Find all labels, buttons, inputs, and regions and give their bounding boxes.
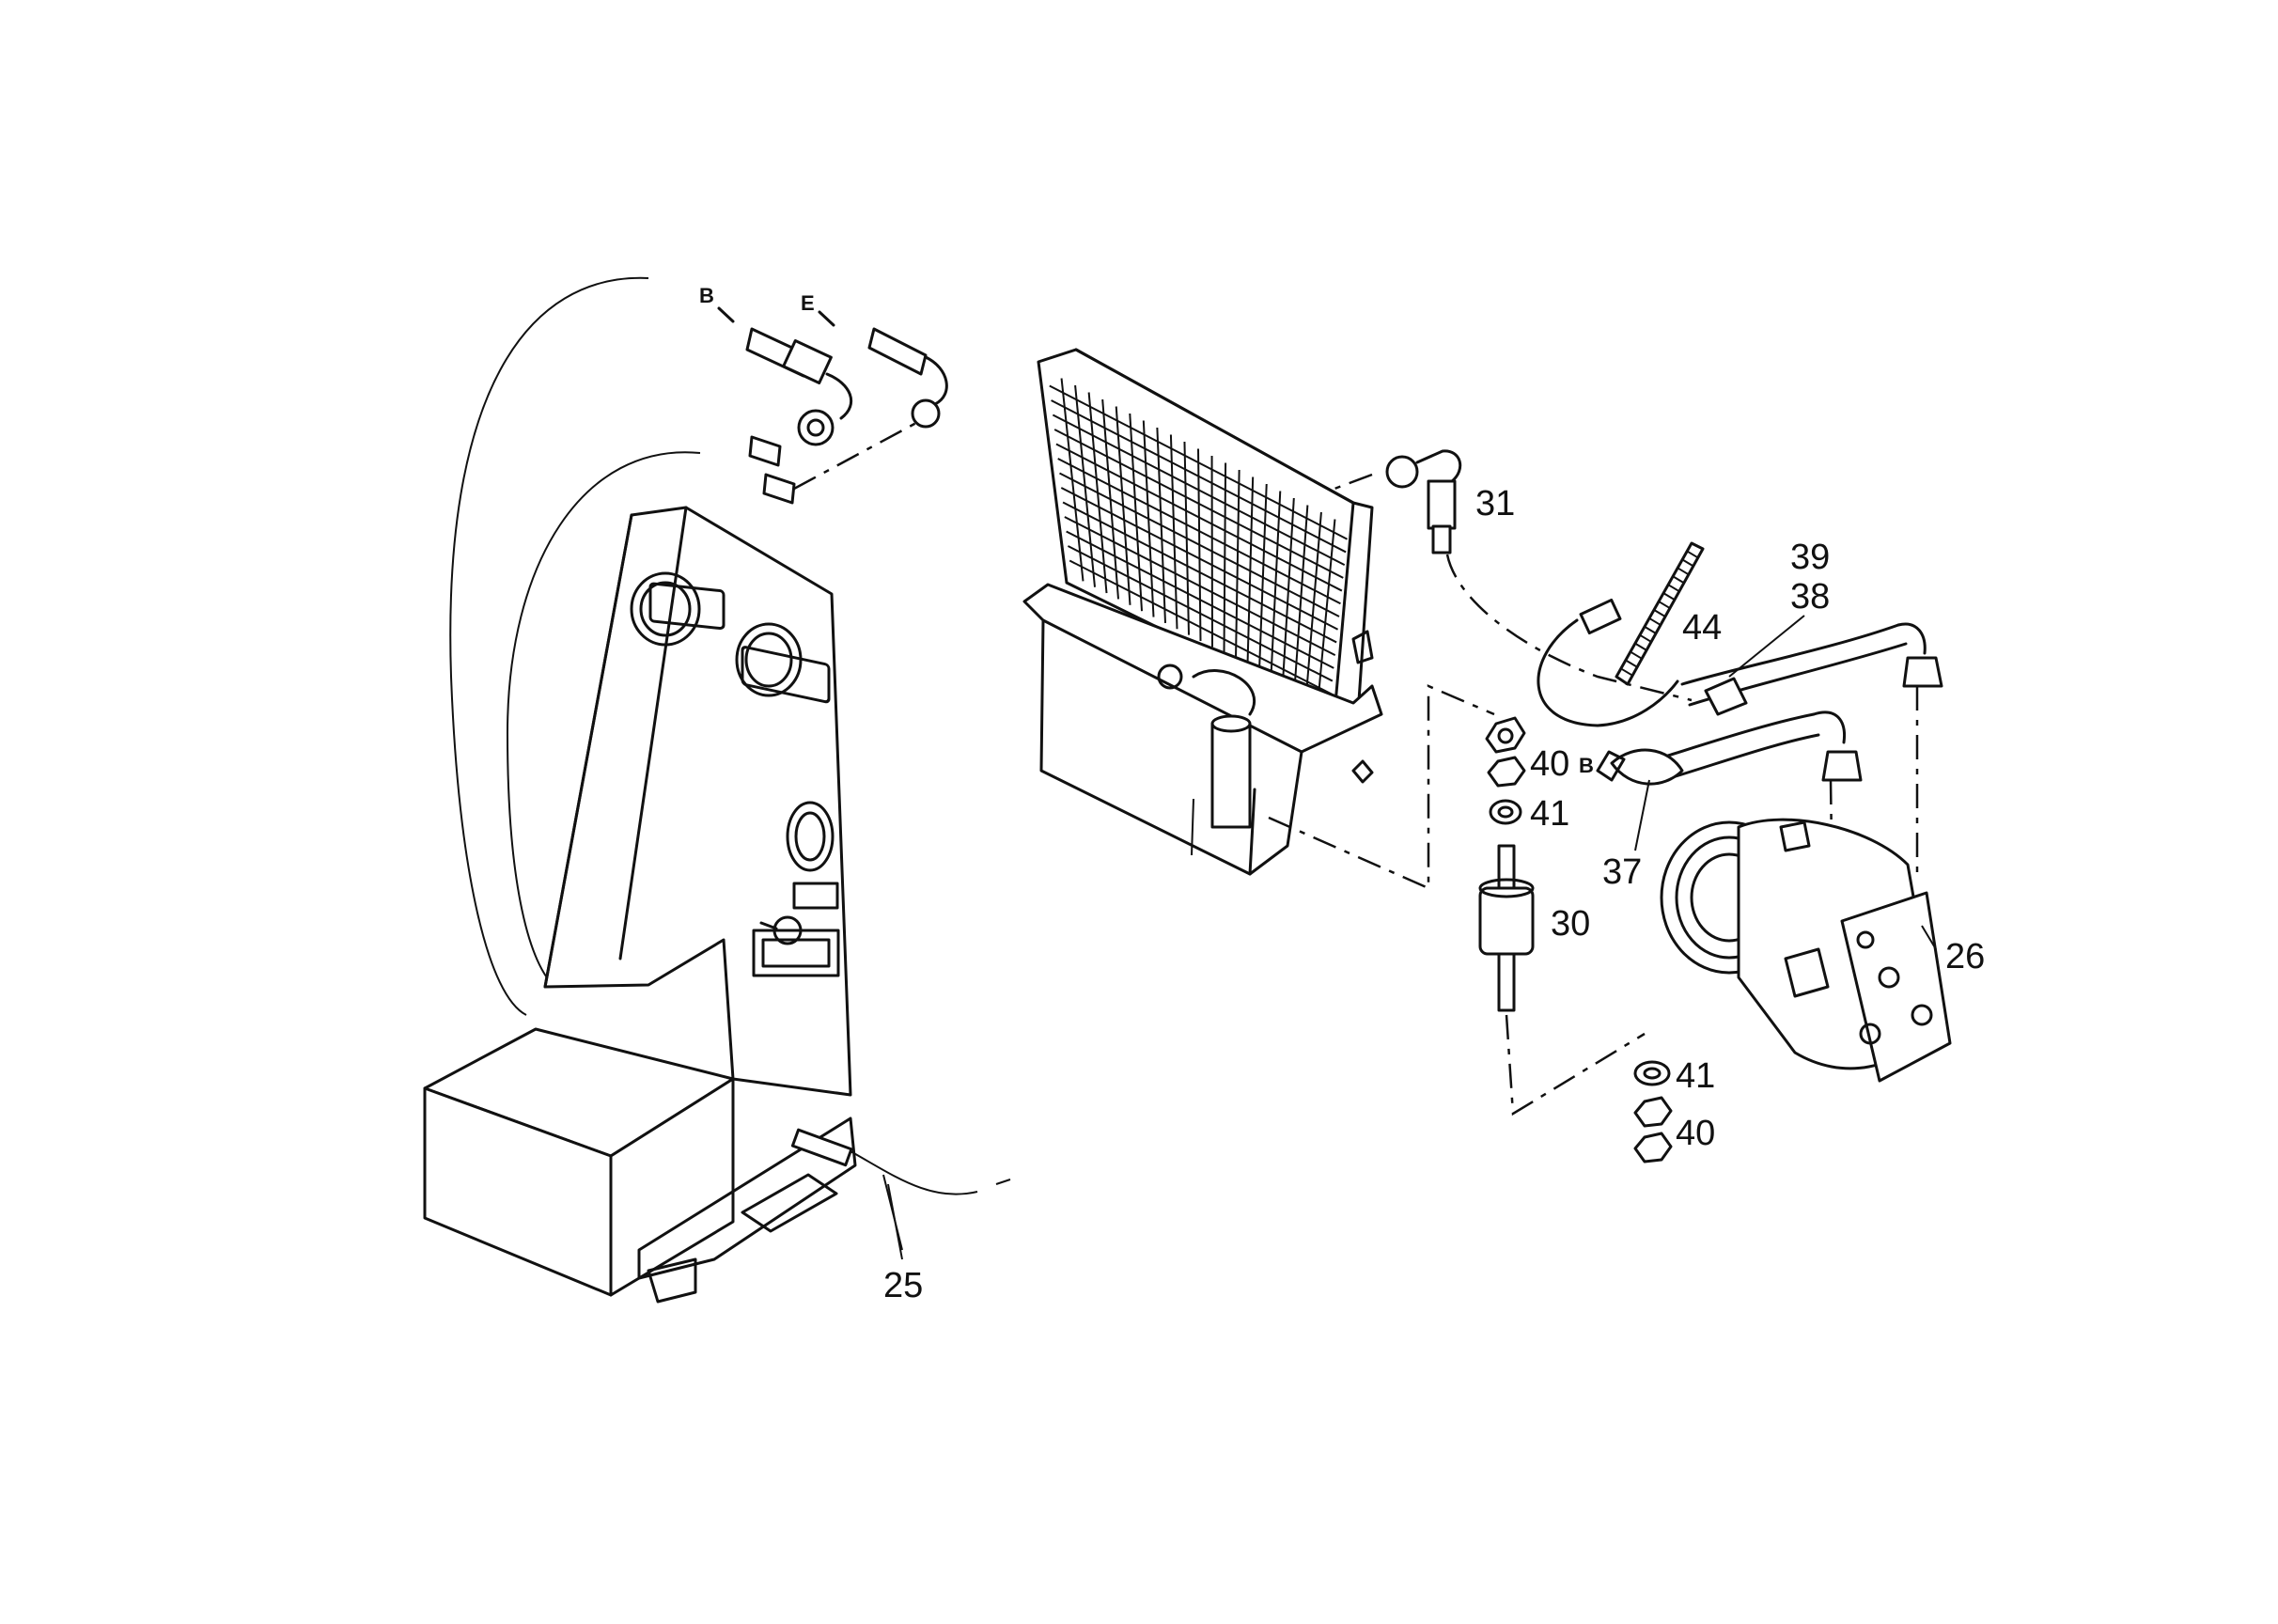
condenser-unit (1022, 348, 1383, 876)
clamp-tooth (1649, 617, 1661, 626)
seat-console-assembly (423, 276, 1011, 1304)
clamp-44 (1537, 541, 1705, 727)
clamp-tooth (1687, 551, 1698, 558)
connection-marker-b-left: B (699, 284, 714, 307)
grille-line (1069, 559, 1332, 695)
callout-30: 30 (1551, 904, 1590, 944)
callout-44: 44 (1682, 608, 1722, 648)
grille-line (1060, 487, 1339, 631)
grille-line (1062, 501, 1337, 644)
grille-line (1049, 384, 1349, 540)
grille-line (1051, 399, 1347, 554)
clamp-tooth (1668, 584, 1679, 592)
callout-40-upper: 40 (1530, 744, 1569, 784)
clamp-tooth (1630, 651, 1642, 660)
grille-line (1066, 530, 1334, 669)
callout-26: 26 (1945, 937, 1985, 976)
clamp-tooth (1626, 660, 1637, 667)
refrigerant-fittings-left: B E (699, 284, 948, 505)
callout-38: 38 (1790, 577, 1830, 617)
clamp-tooth (1654, 609, 1665, 617)
callout-37: 37 (1602, 852, 1642, 892)
grille-line (1057, 458, 1341, 605)
connection-marker-e-left: E (801, 291, 815, 315)
grille-line (1059, 472, 1340, 617)
clamp-tooth (1673, 575, 1684, 584)
leader-bracket-to-stud (1268, 684, 1495, 890)
clamp-tooth (1640, 634, 1651, 643)
hose-31 (1334, 449, 1693, 702)
anti-vibration-stud-30 (1478, 716, 1673, 1163)
callout-41-lower: 41 (1676, 1056, 1715, 1096)
clamp-tooth (1645, 626, 1656, 634)
grille-line (1053, 429, 1344, 579)
ac-compressor-26 (1660, 818, 1952, 1083)
callout-31: 31 (1475, 484, 1515, 523)
grille-line (1067, 545, 1334, 682)
clamp-tooth (1677, 567, 1689, 575)
clamp-tooth (1659, 601, 1670, 609)
condenser-grille (1049, 378, 1349, 701)
callout-40-lower: 40 (1676, 1114, 1715, 1153)
compressor-hoses: B (1579, 622, 1943, 913)
callout-41-upper: 41 (1530, 794, 1569, 834)
grille-line (1052, 414, 1346, 567)
clamp-tooth (1635, 643, 1646, 651)
clamp-tooth (1682, 559, 1693, 567)
grille-line (1064, 516, 1336, 657)
callout-25: 25 (883, 1266, 923, 1305)
callout-leaders (887, 615, 1937, 1260)
callout-labels: 25 26 30 31 37 38 39 40 41 41 40 44 (883, 484, 1985, 1305)
connection-marker-b-right: B (1579, 754, 1594, 777)
clamp-tooth (1663, 592, 1675, 601)
clamp-tooth (1616, 677, 1628, 684)
grille-line (1055, 443, 1343, 592)
callout-39: 39 (1790, 538, 1830, 577)
clamp-tooth (1621, 668, 1632, 676)
